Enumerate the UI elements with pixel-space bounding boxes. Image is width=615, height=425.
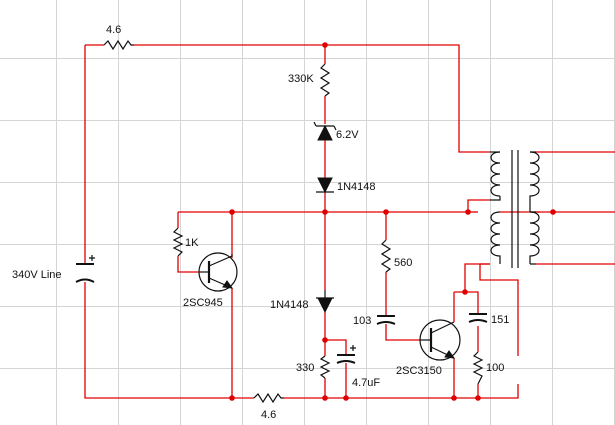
capacitor-103-label: 103 bbox=[353, 315, 371, 327]
resistor-top[interactable]: 4.6 bbox=[103, 24, 134, 51]
resistor-330k-label: 330K bbox=[288, 73, 314, 85]
capacitor-151[interactable]: 151 bbox=[468, 313, 509, 326]
transistor-2sc3150[interactable]: 2SC3150 bbox=[396, 319, 461, 377]
capacitor-103[interactable]: 103 bbox=[353, 315, 396, 327]
diode-top-label: 1N4148 bbox=[337, 181, 376, 193]
resistor-top-label: 4.6 bbox=[106, 24, 121, 36]
capacitor-4-7uf[interactable]: 4.7uF bbox=[336, 345, 380, 389]
resistor-1k-label: 1K bbox=[185, 237, 199, 249]
diode-top[interactable]: 1N4148 bbox=[316, 177, 376, 194]
transistor-2sc945[interactable]: 2SC945 bbox=[183, 252, 238, 309]
resistor-330[interactable]: 330 bbox=[296, 355, 331, 379]
resistor-1k[interactable]: 1K bbox=[172, 227, 199, 257]
zener-diode-label: 6.2V bbox=[336, 129, 359, 141]
transistor-2sc945-label: 2SC945 bbox=[183, 297, 223, 309]
resistor-330-label: 330 bbox=[296, 362, 314, 374]
capacitor-4-7uf-label: 4.7uF bbox=[352, 377, 380, 389]
diode-middle-label: 1N4148 bbox=[270, 299, 309, 311]
transistor-2sc3150-label: 2SC3150 bbox=[396, 365, 442, 377]
transformer[interactable] bbox=[490, 150, 540, 268]
junction-nodes bbox=[229, 42, 556, 401]
supply-label: 340V Line bbox=[12, 269, 62, 281]
resistor-bottom[interactable]: 4.6 bbox=[253, 392, 284, 421]
supply-capacitor[interactable]: 340V Line bbox=[12, 255, 95, 283]
resistor-100[interactable]: 100 bbox=[472, 351, 504, 398]
resistor-330k[interactable]: 330K bbox=[288, 63, 331, 97]
capacitor-151-label: 151 bbox=[491, 314, 509, 326]
zener-diode[interactable]: 6.2V bbox=[313, 121, 359, 141]
diode-middle[interactable]: 1N4148 bbox=[270, 290, 334, 314]
resistor-560[interactable]: 560 bbox=[380, 239, 412, 273]
resistor-bottom-label: 4.6 bbox=[261, 409, 276, 421]
resistor-100-label: 100 bbox=[486, 362, 504, 374]
resistor-560-label: 560 bbox=[394, 257, 412, 269]
